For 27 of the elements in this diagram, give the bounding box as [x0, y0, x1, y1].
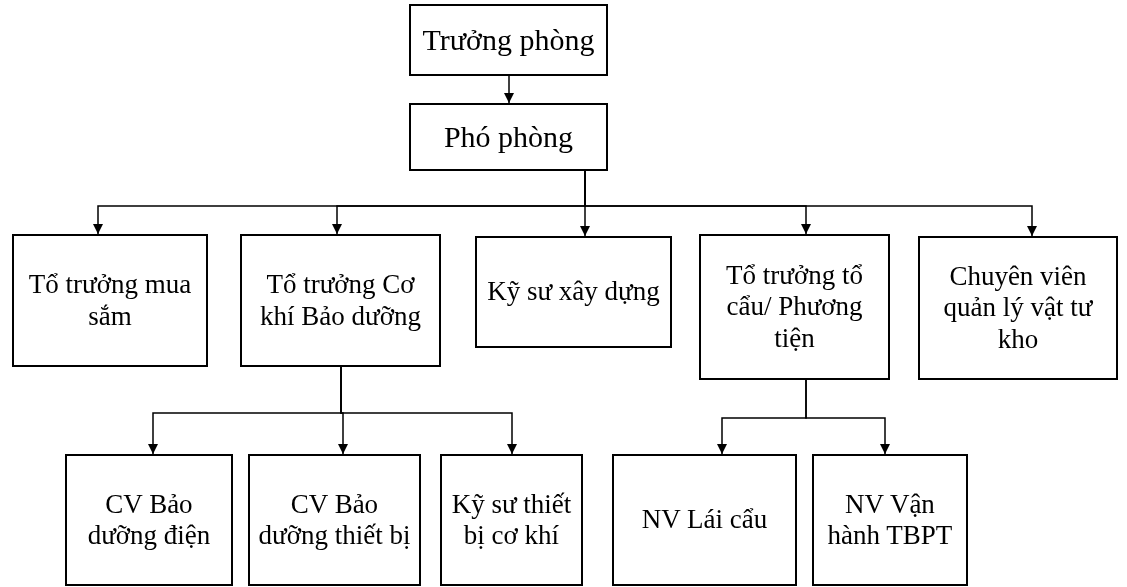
org-box: [248, 454, 421, 586]
connector-arrow: [340, 366, 517, 455]
box-label: Kỹ sư thiết bị cơ khí: [450, 488, 573, 552]
box-label: CV Bảo dưỡng thiết bị: [257, 488, 412, 552]
box-label: Tổ trưởng tổ cẩu/ Phương tiện: [725, 260, 864, 354]
box-label: Trưởng phòng: [422, 22, 595, 58]
connector-arrow: [805, 379, 890, 455]
org-box: [612, 454, 797, 586]
box-label: Tổ trưởng mua sắm: [27, 269, 193, 332]
org-box: [440, 454, 583, 586]
org-box: [240, 234, 441, 367]
org-box: [409, 4, 608, 76]
org-box: [812, 454, 968, 586]
org-box: [12, 234, 208, 367]
org-box: [475, 236, 672, 348]
box-label: NV Vận hành TBPT: [826, 488, 954, 552]
box-label: Phó phòng: [443, 119, 574, 155]
org-box: [699, 234, 890, 380]
box-label: CV Bảo dưỡng điện: [86, 488, 212, 552]
box-label: Kỹ sư xây dựng: [487, 276, 660, 308]
box-label: Chuyên viên quản lý vật tư kho: [942, 261, 1094, 355]
box-label: Tổ trưởng Cơ khí Bảo dưỡng: [259, 269, 422, 332]
connector-arrow: [504, 75, 514, 104]
org-box: [918, 236, 1118, 380]
org-box: [65, 454, 233, 586]
box-label: NV Lái cẩu: [641, 504, 768, 536]
org-box: [409, 103, 608, 171]
